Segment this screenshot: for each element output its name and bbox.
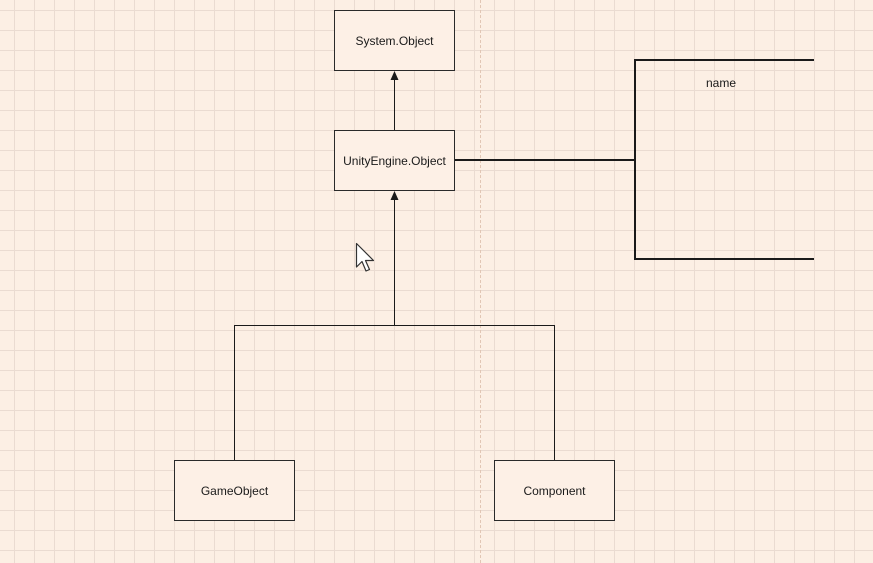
node-unityengine-object[interactable]: UnityEngine.Object	[334, 130, 455, 191]
node-system-object-label: System.Object	[355, 33, 434, 48]
node-gameobject-label: GameObject	[200, 483, 269, 498]
annotation-label[interactable]: name	[705, 76, 737, 90]
node-system-object[interactable]: System.Object	[334, 10, 455, 71]
node-unityengine-object-label: UnityEngine.Object	[343, 153, 446, 168]
node-component-label: Component	[523, 483, 586, 498]
edge-children-bus[interactable]	[234, 325, 555, 461]
arrowhead-unity	[390, 191, 399, 200]
node-component[interactable]: Component	[494, 460, 615, 521]
annotation-bracket[interactable]	[634, 59, 814, 260]
node-gameobject[interactable]: GameObject	[174, 460, 295, 521]
mouse-pointer-icon	[355, 242, 375, 272]
page-divider	[480, 0, 481, 563]
arrowhead-system	[390, 71, 399, 80]
